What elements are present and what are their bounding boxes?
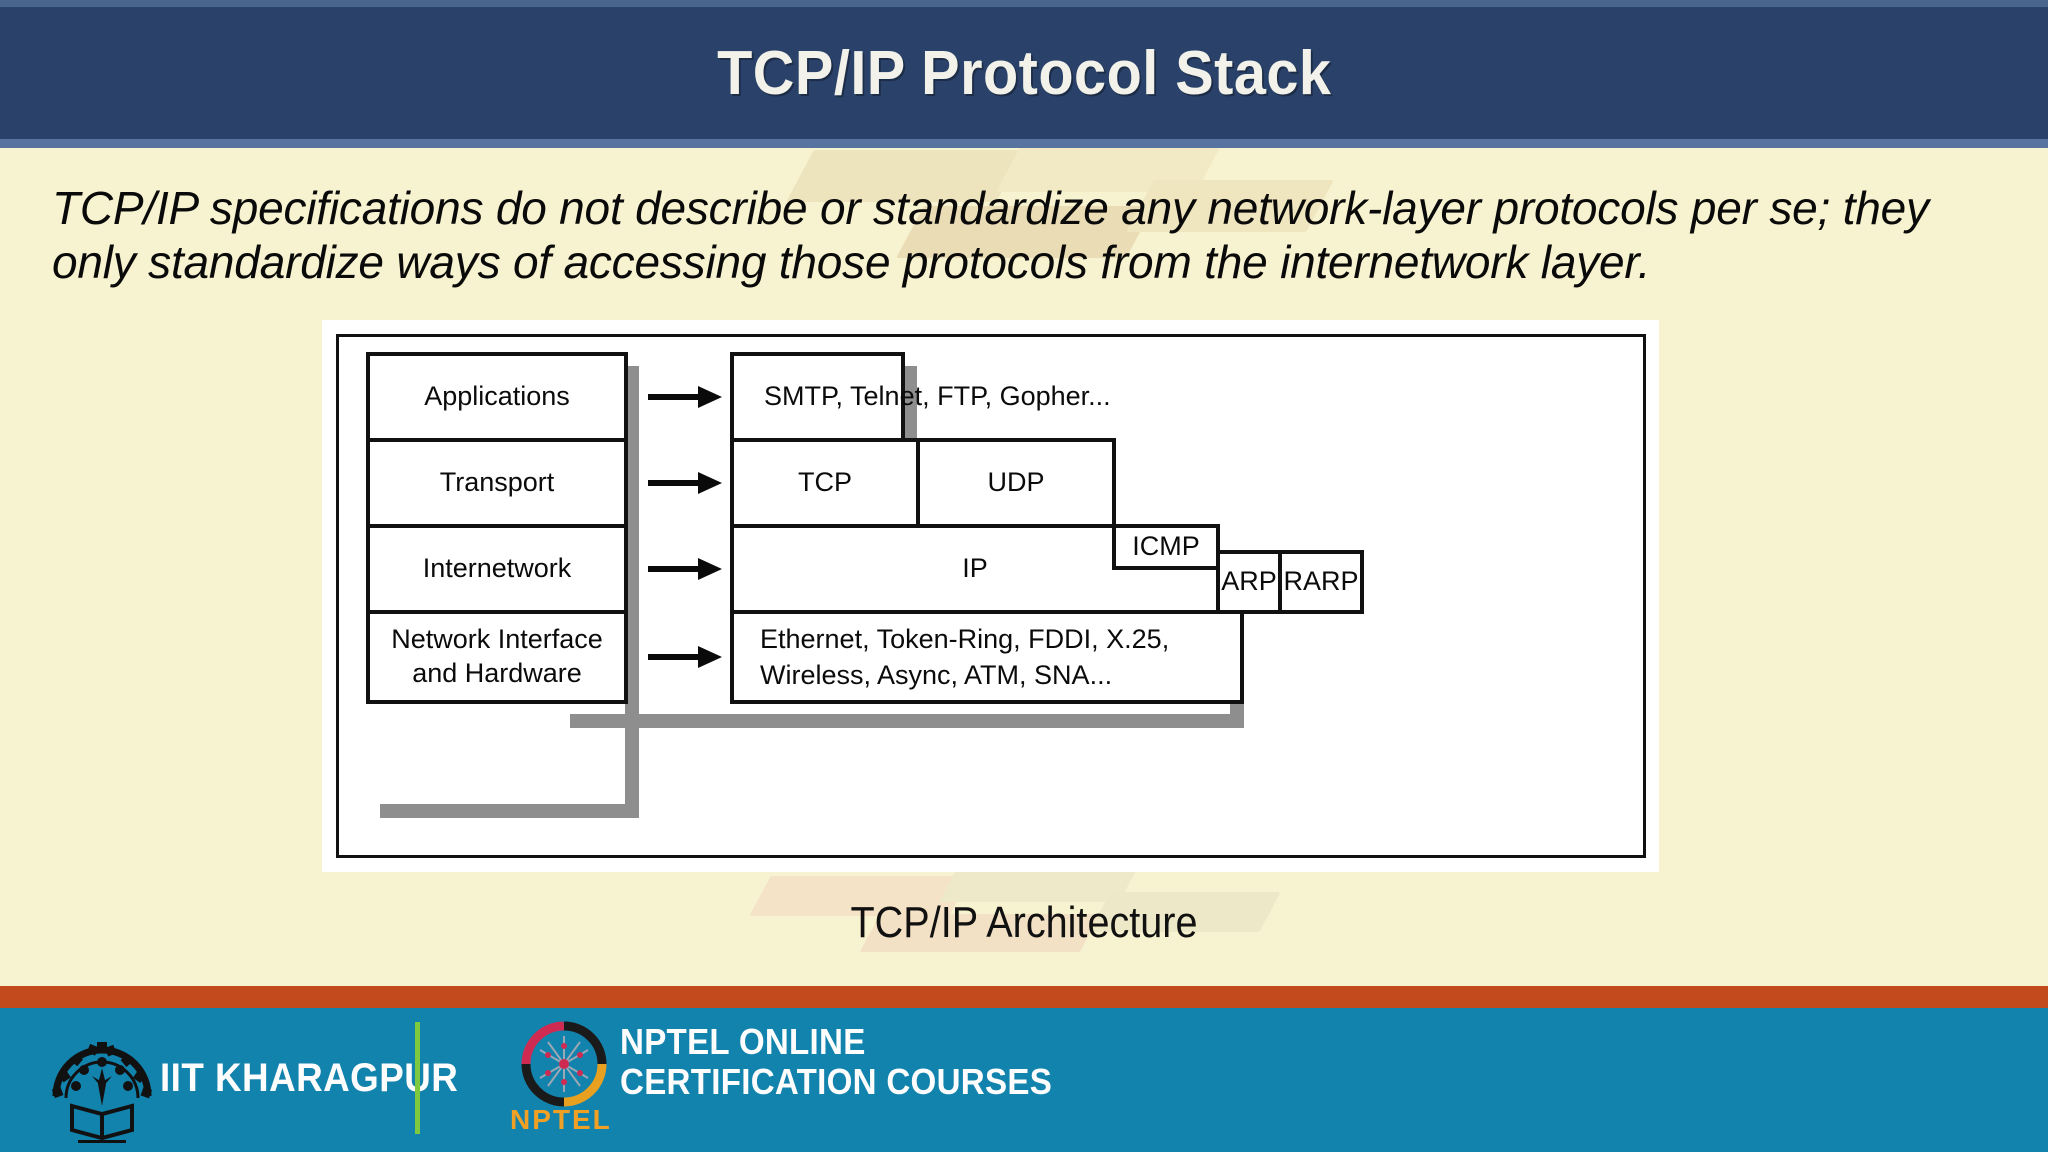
slide-title-bar: TCP/IP Protocol Stack — [0, 0, 2048, 148]
layer-label-applications: Applications — [424, 381, 570, 412]
page-title: TCP/IP Protocol Stack — [716, 38, 1332, 108]
protocol-label-arp: ARP — [1221, 566, 1277, 597]
footer-divider — [415, 1022, 420, 1134]
protocol-box-applications: SMTP, Telnet, FTP, Gopher... — [730, 352, 1111, 442]
nptel-wordmark: NPTEL — [510, 1104, 612, 1135]
arrow-network-interface — [648, 646, 722, 668]
footer-band — [0, 1008, 2048, 1152]
protocol-label-applications: SMTP, Telnet, FTP, Gopher... — [764, 381, 1111, 412]
protocol-label-udp: UDP — [987, 467, 1045, 498]
arrow-applications — [648, 386, 722, 408]
arrow-internetwork — [648, 558, 722, 580]
protocol-label-tcp: TCP — [798, 467, 852, 498]
footer-institute-label: IIT KHARAGPUR — [160, 1056, 459, 1100]
network-interface-box-shadow-bottom — [570, 714, 1244, 728]
protocol-box-arp: ARP — [1216, 550, 1282, 614]
layer-box-transport: Transport — [366, 438, 628, 528]
body-line-1: TCP/IP specifications do not describe or… — [52, 182, 1929, 234]
layer-label-transport: Transport — [439, 467, 555, 498]
footer-accent-stripe — [0, 986, 2048, 1008]
iit-kharagpur-logo — [51, 1042, 153, 1143]
layer-box-internetwork: Internetwork — [366, 524, 628, 614]
protocol-label-icmp: ICMP — [1132, 531, 1200, 562]
protocol-label-network-interface: Ethernet, Token-Ring, FDDI, X.25, Wirele… — [760, 623, 1170, 690]
diagram-caption: TCP/IP Architecture — [850, 898, 1198, 947]
footer-program-line-1: NPTEL ONLINE — [620, 1021, 866, 1062]
architecture-diagram-panel: Applications Transport Internetwork Netw… — [322, 320, 1659, 872]
architecture-diagram: Applications Transport Internetwork Netw… — [322, 320, 1659, 872]
protocol-box-rarp: RARP — [1278, 550, 1364, 614]
protocol-box-udp: UDP — [916, 438, 1116, 528]
body-line-2: only standardize ways of accessing those… — [52, 235, 1651, 288]
footer-program-line-2: CERTIFICATION COURSES — [620, 1061, 1053, 1103]
protocol-box-network-interface: Ethernet, Token-Ring, FDDI, X.25, Wirele… — [730, 610, 1244, 704]
protocol-box-tcp: TCP — [730, 438, 920, 528]
layer-box-applications: Applications — [366, 352, 628, 442]
arrow-transport — [648, 472, 722, 494]
layer-stack-shadow — [625, 366, 639, 818]
protocol-box-icmp: ICMP — [1112, 524, 1220, 570]
nptel-logo — [521, 1021, 607, 1107]
layer-label-internetwork: Internetwork — [422, 553, 572, 584]
footer-program-label: NPTEL ONLINE CERTIFICATION COURSES — [620, 1021, 1053, 1103]
slide-body-text: TCP/IP specifications do not describe or… — [52, 182, 2012, 290]
protocol-label-ip: IP — [962, 553, 988, 584]
layer-stack-shadow-bottom — [380, 804, 639, 818]
protocol-label-rarp: RARP — [1283, 566, 1359, 597]
